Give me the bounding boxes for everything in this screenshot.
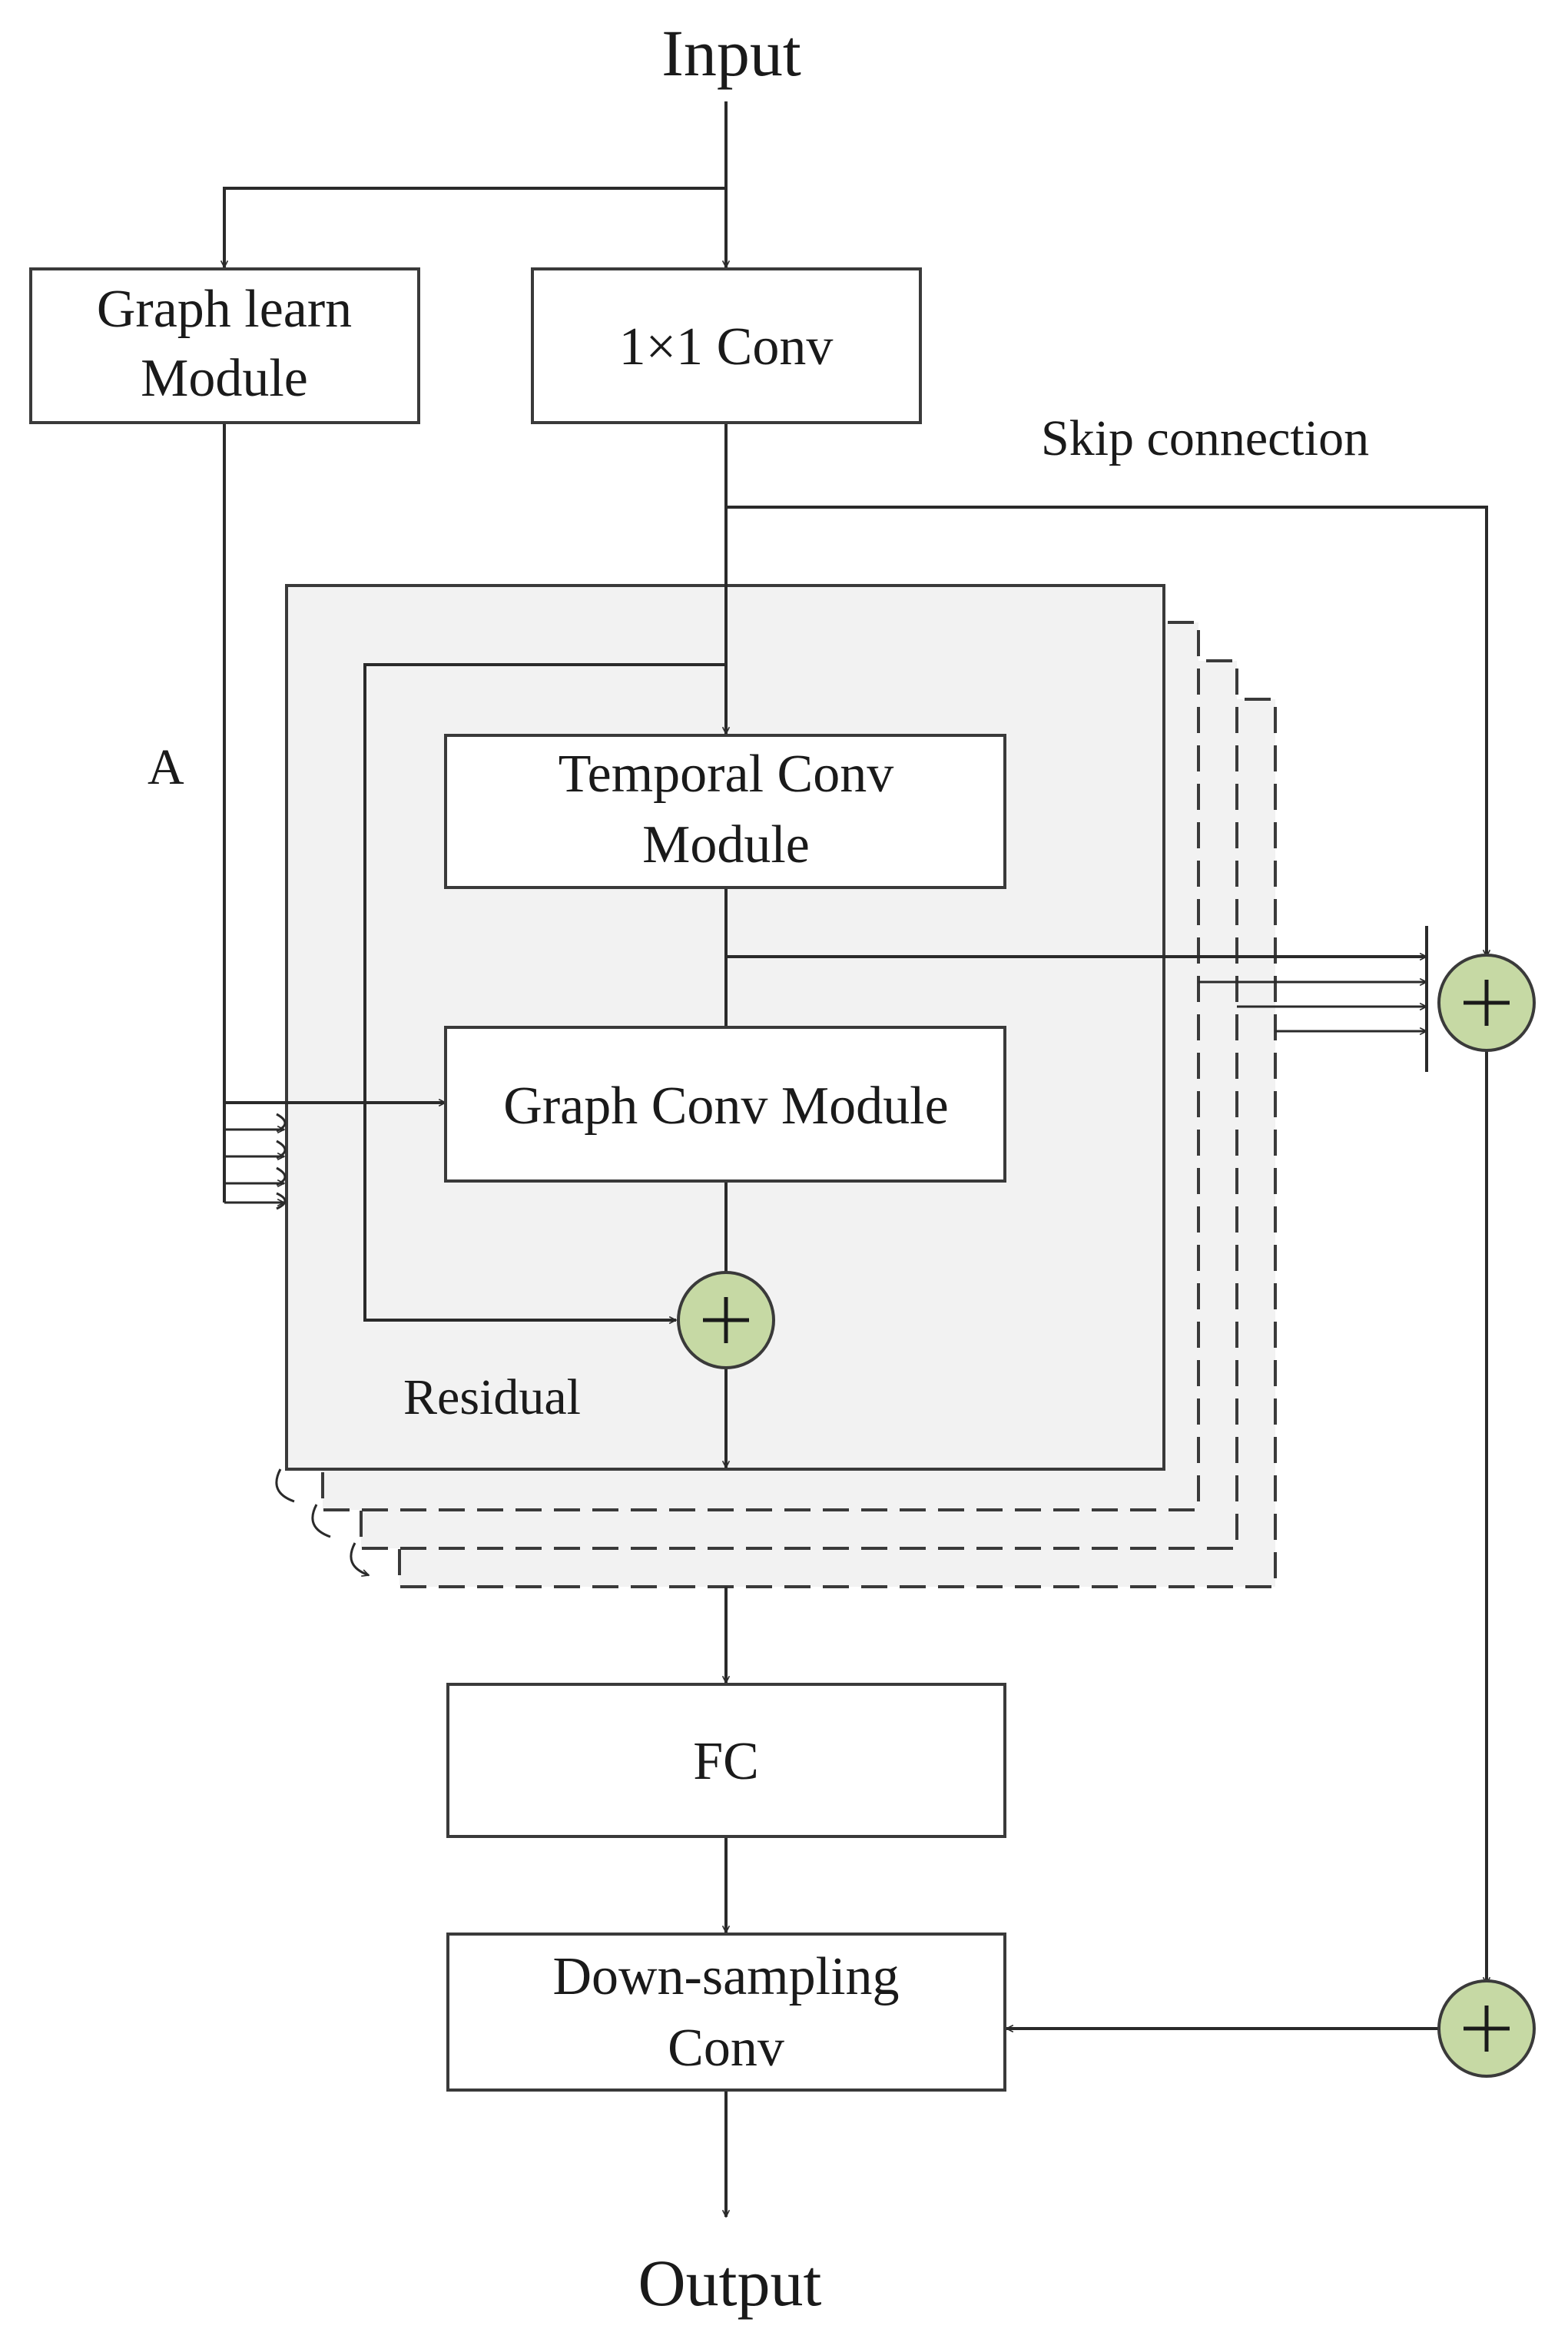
temporal-conv-module-box (444, 734, 1006, 889)
temporal-conv-label-line1: Temporal Conv (559, 745, 893, 804)
temporal-conv-label-line2: Module (642, 815, 810, 874)
input-label: Input (661, 16, 801, 90)
conv-1x1-label: 1×1 Conv (619, 317, 834, 377)
conv-1x1-box (531, 267, 922, 424)
skip-connection-label: Skip connection (1041, 410, 1369, 466)
graph-conv-label: Graph Conv Module (503, 1077, 948, 1136)
skip-adder (1437, 954, 1536, 1052)
wire-skip-connection (726, 506, 1487, 957)
downsampling-conv-box (446, 1933, 1006, 2092)
graph-conv-module-box (444, 1026, 1006, 1183)
residual-adder (677, 1271, 775, 1369)
output-label: Output (638, 2246, 822, 2320)
wire-residual (363, 663, 726, 1320)
graph-learn-label-line2: Module (141, 349, 308, 408)
adjacency-fan-hooks (276, 1113, 287, 1210)
wire-input-to-graph-learn (224, 187, 726, 267)
plus-icon (1464, 980, 1510, 1026)
residual-label: Residual (403, 1369, 581, 1425)
fc-label: FC (693, 1732, 759, 1791)
fc-box (446, 1683, 1006, 1838)
output-adder (1437, 1979, 1536, 2078)
graph-learn-label-line1: Graph learn (97, 280, 352, 339)
downsampling-label-line2: Conv (668, 2019, 784, 2078)
graph-learn-module-box (29, 267, 420, 424)
plus-icon (1464, 2006, 1510, 2052)
downsampling-label-line1: Down-sampling (552, 1947, 899, 2006)
layer-chain-hooks (275, 1468, 369, 1575)
adjacency-label: A (148, 739, 184, 795)
plus-icon (703, 1297, 749, 1343)
